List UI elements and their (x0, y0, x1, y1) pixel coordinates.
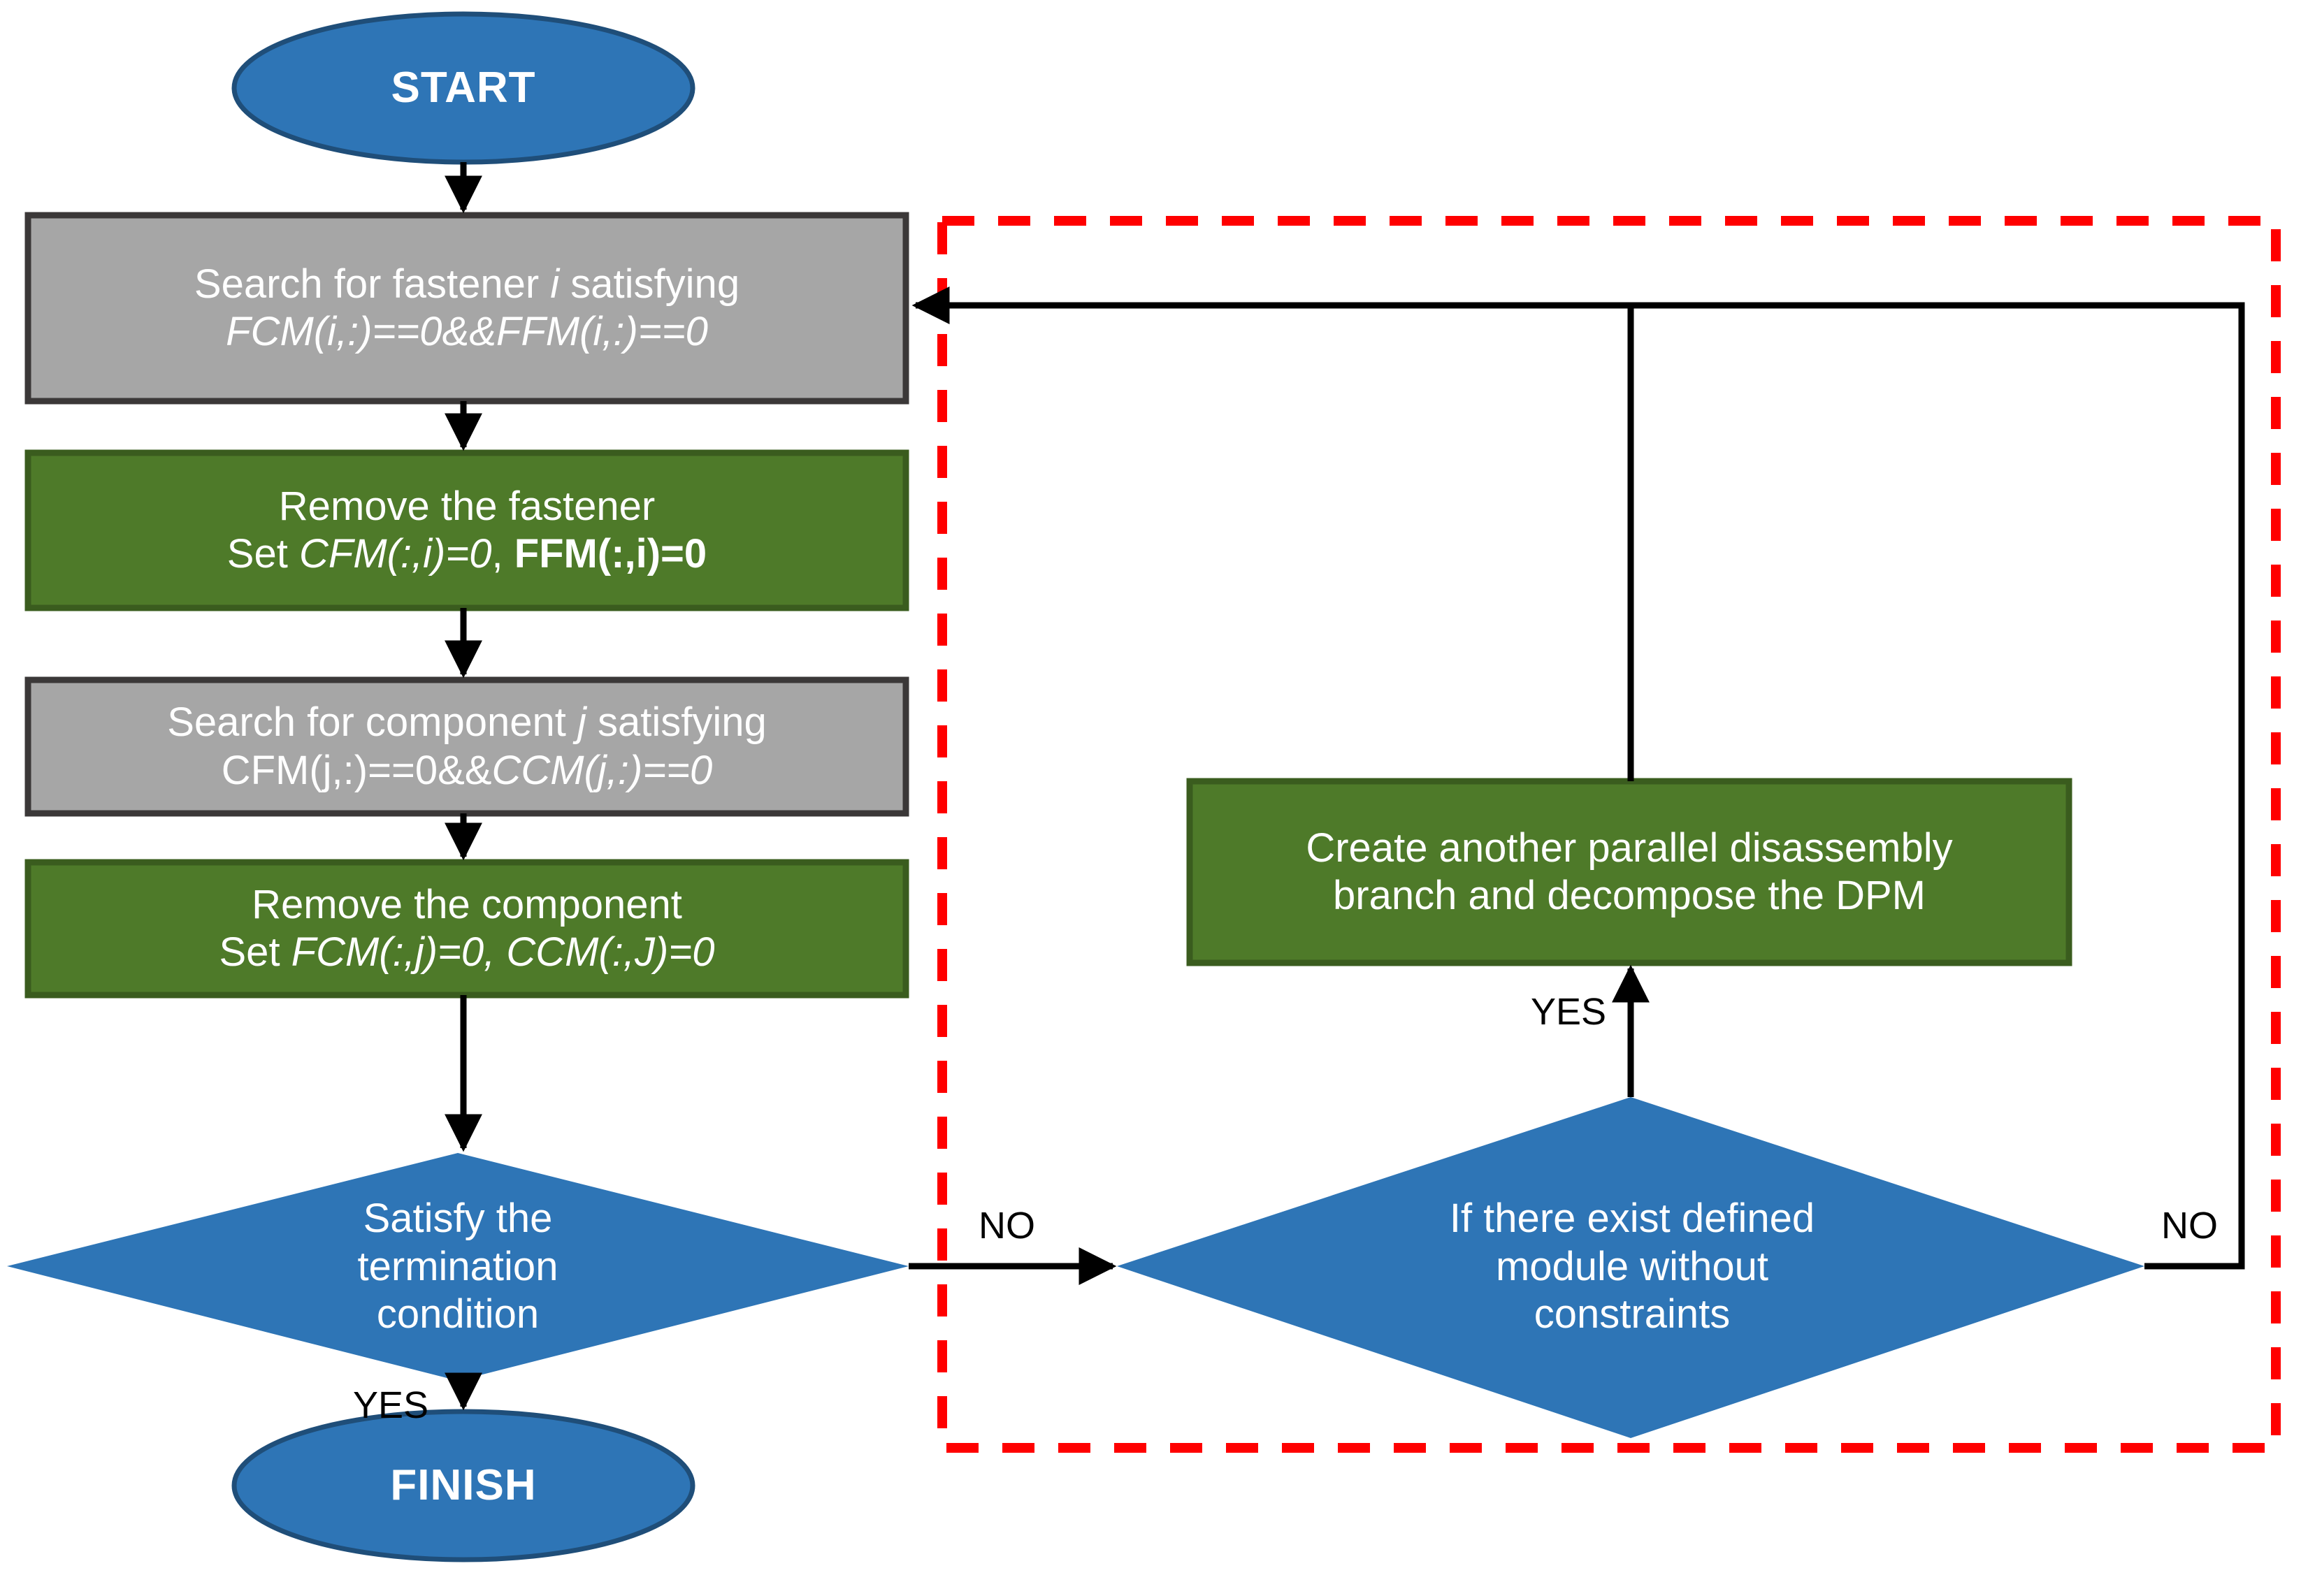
module-decision-shape[interactable] (1117, 1097, 2144, 1438)
edge-module-no-feedback-to-search-fastener (1631, 302, 2245, 1270)
create-branch-shape[interactable] (1186, 778, 2072, 966)
edge-create-branch-feedback-to-search-fastener (911, 286, 1634, 781)
search-fastener-shape[interactable] (24, 212, 909, 405)
edge-label-termination-yes: YES (353, 1384, 429, 1426)
search-component-shape[interactable] (24, 676, 909, 817)
edge-label-termination-no: NO (979, 1205, 1035, 1247)
edge-label-module-yes: YES (1531, 991, 1607, 1033)
start-terminator-shape[interactable] (231, 11, 695, 165)
remove-component-shape[interactable] (24, 859, 909, 999)
termination-decision-shape[interactable] (7, 1153, 909, 1381)
edge-label-module-no: NO (2161, 1205, 2218, 1247)
finish-terminator-shape[interactable] (231, 1409, 695, 1562)
remove-fastener-shape[interactable] (24, 449, 909, 611)
